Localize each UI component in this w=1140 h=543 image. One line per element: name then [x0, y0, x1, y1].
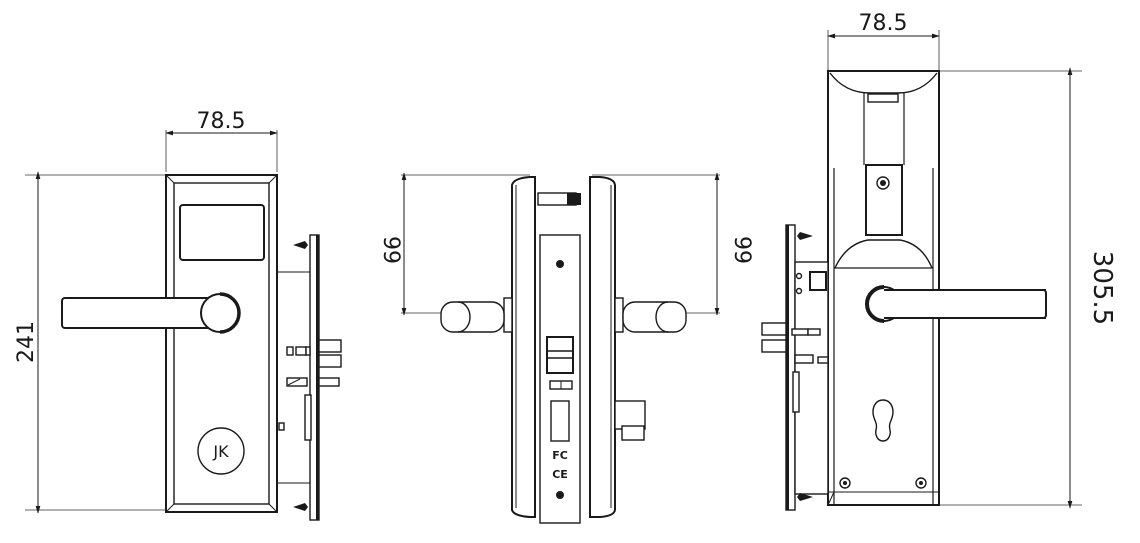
screw-icon	[797, 493, 813, 501]
screw-icon	[293, 503, 308, 511]
screw-icon	[556, 491, 564, 499]
front-height-label: 241	[14, 321, 39, 363]
side-right-dimension: 99	[592, 172, 754, 316]
screw-icon	[293, 241, 308, 249]
side-right-label: 99	[729, 236, 754, 264]
back-width-dimension: 78.5	[827, 11, 940, 70]
fcc-mark: FC	[552, 449, 568, 462]
front-panel: JK	[165, 174, 278, 513]
side-left-handle	[440, 297, 513, 333]
ce-mark: CE	[552, 468, 568, 481]
screw-icon	[797, 232, 813, 240]
back-handle	[865, 285, 1047, 323]
back-view: 78.5 305.5	[761, 11, 1117, 511]
back-width-label: 78.5	[859, 11, 908, 36]
thumb-turn	[614, 400, 646, 430]
back-height-dimension: 305.5	[939, 67, 1117, 509]
logo-badge	[197, 427, 245, 475]
card-reader-window	[179, 204, 265, 261]
side-view: 99 99 FC CE	[378, 172, 754, 524]
front-height-dimension: 241	[14, 171, 166, 514]
keyhole-icon	[872, 399, 894, 442]
back-mortise	[761, 224, 829, 511]
side-left-label: 99	[378, 236, 403, 264]
front-view: 78.5 241 JK	[14, 109, 342, 521]
mortise-body	[539, 234, 581, 524]
side-left-dimension: 99	[378, 172, 530, 316]
battery-cover	[865, 164, 903, 236]
front-width-dimension: 78.5	[165, 109, 278, 172]
screw-icon	[556, 260, 564, 268]
side-right-handle	[614, 297, 687, 333]
front-handle	[61, 292, 241, 334]
logo-text: JK	[212, 442, 229, 461]
side-inner-panel	[589, 176, 616, 518]
back-height-label: 305.5	[1087, 251, 1117, 325]
front-width-label: 78.5	[197, 109, 246, 134]
front-mortise	[277, 234, 342, 521]
side-outer-panel	[511, 176, 536, 518]
